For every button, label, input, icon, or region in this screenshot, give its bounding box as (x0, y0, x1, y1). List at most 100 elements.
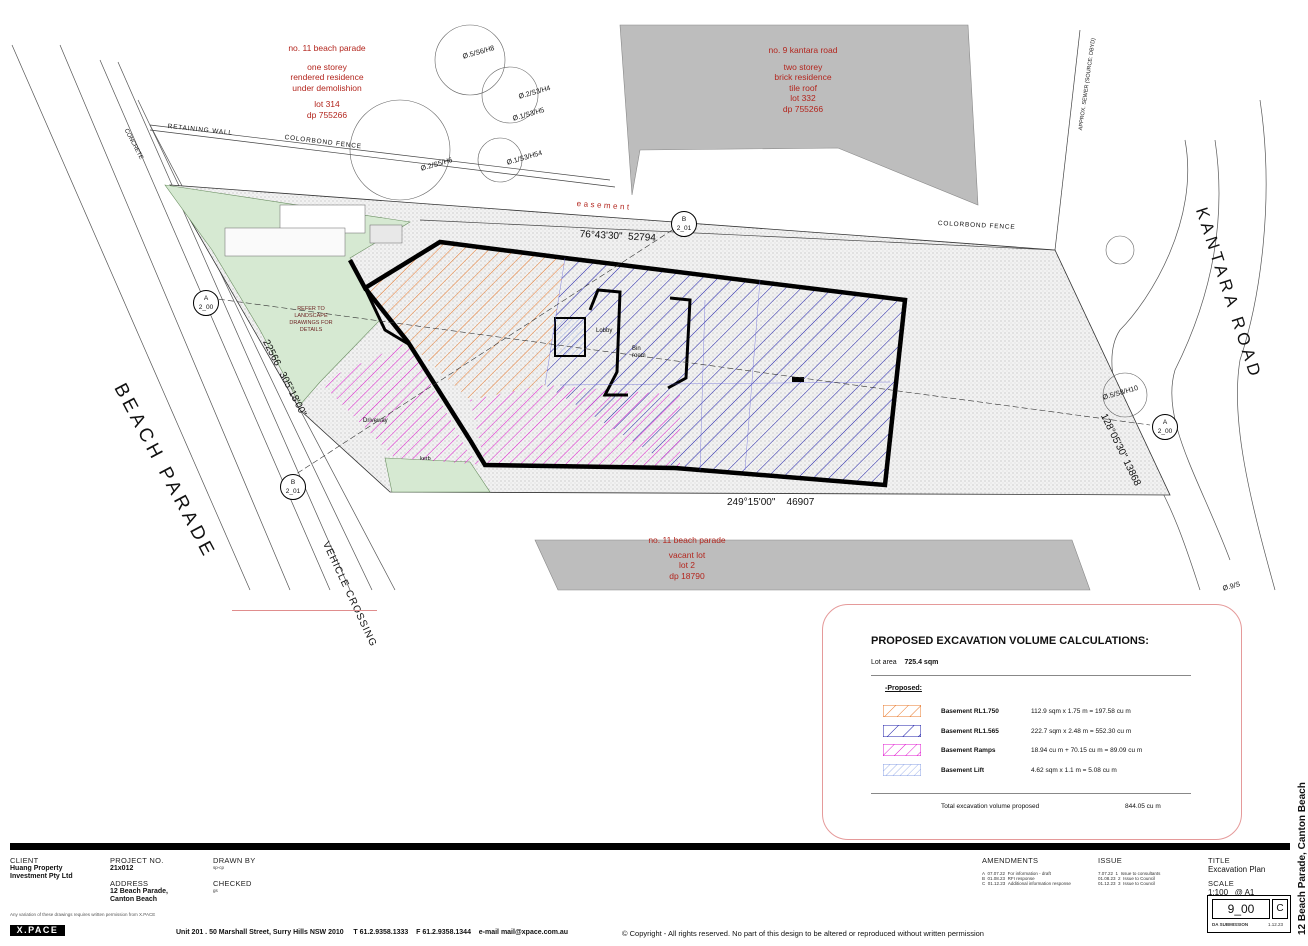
amend-desc: For information - draft (1007, 871, 1051, 876)
office-phone: T 61.2.9358.1333 (353, 929, 409, 936)
calc-row-name: Basement RL1.565 (941, 728, 999, 735)
bin-room-label: Bin room (632, 346, 646, 359)
issue-label: ISSUE (1098, 856, 1123, 865)
neighbour-line: no. 9 kantara road (768, 45, 838, 55)
side-title: 12 Beach Parade, Canton Beach (1297, 782, 1308, 935)
neighbour-line: brick residence (774, 72, 832, 82)
section-marker: A 2_00 (1152, 414, 1178, 440)
copyright-note: Any variation of these drawings requires… (10, 912, 156, 917)
tree-symbols (349, 24, 1148, 418)
excavation-calculation-panel: PROPOSED EXCAVATION VOLUME CALCULATIONS:… (822, 604, 1242, 840)
total-value: 844.05 cu m (1125, 803, 1161, 810)
section-marker-letter: A (1162, 419, 1168, 426)
distance-value: 46907 (786, 497, 815, 508)
amendment-row: C 01.12.23 Additional information respon… (982, 881, 1092, 886)
calc-row: Basement RL1.565 222.7 sqm x 2.48 m = 55… (883, 725, 1213, 739)
landscape-note: REFER TO LANDSCAPE DRAWINGS FOR DETAILS (289, 306, 333, 333)
neighbour-line: tile roof (789, 82, 817, 93)
issue-date: 01.08.23 (1098, 876, 1116, 881)
neighbour-building-9-kantara (619, 24, 979, 206)
section-marker-letter: B (290, 479, 296, 486)
issue-row: 7.07.22 1 Issue to consultants (1098, 871, 1193, 876)
amend-rev: A (982, 871, 986, 876)
neighbour-line: under demolishion (292, 82, 362, 93)
calc-row: Basement Lift 4.62 sqm x 1.1 m = 5.08 cu… (883, 764, 1213, 778)
section-marker-sheet: 2_00 (1157, 428, 1173, 435)
bearing-value: 76°43'30" (579, 229, 623, 243)
neighbour-label-11-beach: no. 11 beach parade one storey rendered … (262, 43, 392, 120)
drawn-label: DRAWN BY (213, 856, 256, 865)
neighbour-line: lot 2 (678, 560, 696, 570)
amend-date: 01.12.23 (987, 881, 1006, 886)
issue-row: 01.08.23 2 Issue to Council (1098, 876, 1193, 881)
revision-letter: C (1272, 899, 1288, 919)
scale-block: SCALE 1:100 @ A1 (1208, 879, 1254, 897)
neighbour-line: two storey (783, 61, 823, 72)
copyright-text: © Copyright - All rights reserved. No pa… (622, 929, 984, 938)
client-value: Huang Property Investment Pty Ltd (10, 865, 73, 880)
client-block: CLIENT Huang Property Investment Pty Ltd (10, 856, 90, 881)
neighbour-label-vacant-lot: no. 11 beach parade vacant lot lot 2 dp … (622, 535, 752, 581)
status-value: DA SUBMISSION (1212, 922, 1249, 927)
calc-row: Basement Ramps 18.94 cu m + 70.15 cu m =… (883, 744, 1213, 758)
client-label: CLIENT (10, 856, 39, 865)
title-value: Excavation Plan (1208, 865, 1266, 874)
office-contact: Unit 201 . 50 Marshall Street, Surry Hil… (176, 929, 568, 936)
section-marker-sheet: 2_01 (285, 488, 301, 495)
calc-row-formula: 4.62 sqm x 1.1 m = 5.08 cu m (1031, 767, 1117, 774)
office-fax: F 61.2.9358.1344 (416, 929, 471, 936)
date-value: 1.12.23 (1268, 922, 1284, 927)
address-block: ADDRESS 12 Beach Parade, Canton Beach (110, 879, 180, 904)
checked-label: CHECKED (213, 879, 252, 888)
lot-area-label: Lot area (871, 659, 897, 666)
lobby-label: Lobby (596, 328, 613, 334)
kerb-label: kerb (420, 456, 431, 462)
bearing-value: 249°15'00" (727, 497, 776, 508)
title-label: TITLE (1208, 856, 1230, 865)
title-block-bar (10, 843, 1290, 850)
checked-value: gs (213, 888, 218, 893)
neighbour-line: vacant lot (668, 549, 706, 560)
xpace-logo: X.PACE (10, 925, 65, 936)
issue-desc: Issue to consultants (1120, 871, 1161, 876)
issue-no: 2 (1118, 876, 1121, 881)
lot-area: Lot area 725.4 sqm (871, 659, 938, 666)
issue-no: 3 (1118, 881, 1121, 886)
amend-date: 01.08.23 (987, 876, 1006, 881)
fences (149, 29, 1081, 251)
amendments-block: AMENDMENTS A 07.07.22 For information - … (982, 856, 1092, 886)
calc-row-name: Basement Ramps (941, 747, 996, 754)
project-block: PROJECT NO. 21x012 (110, 856, 164, 872)
project-label: PROJECT NO. (110, 856, 164, 865)
basement-outline (348, 239, 908, 488)
excavation-basement-rl1750 (365, 242, 565, 400)
address-label: ADDRESS (110, 879, 149, 888)
section-marker-letter: B (681, 216, 687, 223)
swatch-orange-hatch (883, 705, 921, 717)
neighbour-line: no. 11 beach parade (648, 535, 726, 545)
calc-row-formula: 112.9 sqm x 1.75 m = 197.58 cu m (1031, 708, 1131, 715)
swatch-blue-hatch (883, 725, 921, 737)
core-walls (554, 288, 692, 397)
sheet-number-box: 9_00 C DA SUBMISSION 1.12.23 (1207, 895, 1291, 933)
issue-no: 1 (1115, 871, 1119, 876)
issue-block: ISSUE 7.07.22 1 Issue to consultants 01.… (1098, 856, 1193, 886)
calc-row-name: Basement RL1.750 (941, 708, 999, 715)
distance-value: 52794 (627, 231, 657, 244)
neighbour-line: lot 332 (790, 93, 816, 103)
neighbour-line: dp 755266 (782, 103, 824, 114)
neighbour-label-9-kantara: no. 9 kantara road two storey brick resi… (738, 45, 868, 114)
office-address: Unit 201 . 50 Marshall Street, Surry Hil… (176, 929, 344, 936)
driveway-label: Driveway (363, 418, 388, 424)
amendment-row: B 01.08.23 RFI response (982, 876, 1092, 881)
calc-row-name: Basement Lift (941, 767, 984, 774)
amend-rev: B (982, 876, 986, 881)
calc-row-formula: 222.7 sqm x 2.48 m = 552.30 cu m (1031, 728, 1132, 735)
swatch-lightblue-hatch (883, 764, 921, 776)
sheet-number: 9_00 (1212, 899, 1270, 919)
scale-label: SCALE (1208, 879, 1235, 888)
section-marker-letter: A (203, 295, 209, 302)
